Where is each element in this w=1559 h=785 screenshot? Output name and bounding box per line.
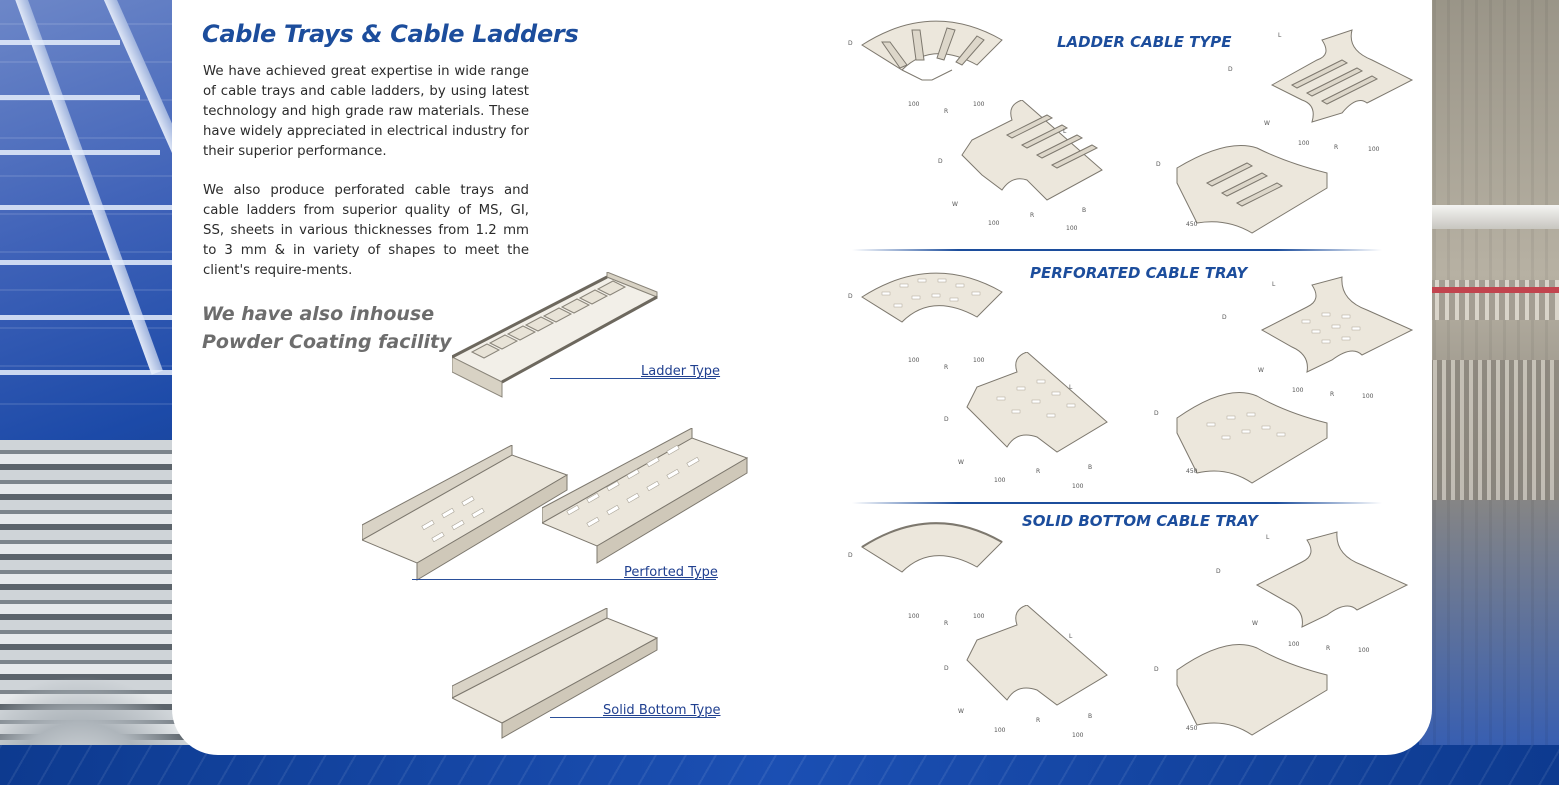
perforated-bend-dim-r: R bbox=[944, 364, 949, 371]
ladder-bend-dim-100a: 100 bbox=[908, 101, 920, 108]
solid-bottom-label: Solid Bottom Type bbox=[603, 703, 721, 718]
ladder-tee-dim-100b: 100 bbox=[1066, 225, 1078, 232]
perforated-bend-dim-d: D bbox=[848, 293, 853, 300]
perforated-tee-dim-d: D bbox=[944, 416, 949, 423]
solid-bend-dim-r: R bbox=[944, 620, 949, 627]
perforated-tee-dim-100a: 100 bbox=[994, 477, 1006, 484]
ladder-type-leader bbox=[550, 378, 716, 379]
ladder-tee-dim-b: B bbox=[1082, 207, 1087, 214]
perforated-cross-drawing bbox=[1260, 276, 1414, 373]
ladder-cross-dim-l: L bbox=[1278, 32, 1282, 39]
background-photo-right bbox=[1419, 0, 1559, 785]
powder-coating-note: We have also inhouse Powder Coating faci… bbox=[202, 300, 452, 356]
perforated-cross-dim-w: W bbox=[1258, 367, 1264, 374]
perforated-tee-dim-b: B bbox=[1088, 464, 1093, 471]
ladder-bend-dim-100b: 100 bbox=[973, 101, 985, 108]
ladder-cross-dim-100a: 100 bbox=[1298, 140, 1310, 147]
solid-tray-short-drawing bbox=[362, 445, 572, 585]
solid-bottom-leader bbox=[550, 717, 716, 718]
perforated-cable-tray-heading: PERFORATED CABLE TRAY bbox=[1030, 264, 1248, 282]
perforated-tee-dim-w: W bbox=[958, 459, 964, 466]
solid-cross-dim-100a: 100 bbox=[1288, 641, 1300, 648]
perforated-reducer-dim-450: 450 bbox=[1186, 468, 1198, 475]
solid-cross-dim-l: L bbox=[1266, 534, 1270, 541]
solid-tee-dim-r: R bbox=[1036, 717, 1041, 724]
intro-paragraph: We have achieved great expertise in wide… bbox=[203, 64, 529, 159]
ladder-tee-dim-100a: 100 bbox=[988, 220, 1000, 227]
perforated-cross-dim-100b: 100 bbox=[1362, 393, 1374, 400]
solid-bend-drawing bbox=[861, 522, 1003, 573]
perforated-type-leader bbox=[412, 579, 716, 580]
ladder-tee-dim-w: W bbox=[952, 201, 958, 208]
perforated-tee-drawing bbox=[966, 352, 1108, 453]
powder-coating-line2: Powder Coating facility bbox=[202, 331, 452, 353]
perforated-reducer-drawing bbox=[1176, 392, 1328, 484]
solid-tee-dim-l: L bbox=[1069, 633, 1073, 640]
perforated-bend-drawing bbox=[861, 272, 1003, 323]
solid-cross-dim-d: D bbox=[1216, 568, 1221, 575]
ladder-bend-drawing bbox=[861, 20, 1003, 81]
solid-tee-dim-b: B bbox=[1088, 713, 1093, 720]
perforated-reducer-dim-d: D bbox=[1154, 410, 1159, 417]
materials-paragraph: We also produce perforated cable trays a… bbox=[203, 183, 529, 278]
solid-bottom-drawing bbox=[452, 608, 662, 748]
perforated-cross-dim-d: D bbox=[1222, 314, 1227, 321]
ladder-bend-dim-r: R bbox=[944, 108, 949, 115]
ladder-type-drawing bbox=[452, 272, 662, 412]
ladder-tee-drawing bbox=[961, 100, 1103, 201]
ladder-reducer-dim-450: 450 bbox=[1186, 221, 1198, 228]
section-divider-2 bbox=[852, 502, 1382, 504]
perforated-bend-dim-100a: 100 bbox=[908, 357, 920, 364]
ladder-tee-dim-l: L bbox=[1063, 128, 1067, 135]
solid-tee-dim-100a: 100 bbox=[994, 727, 1006, 734]
ladder-cross-dim-r: R bbox=[1334, 144, 1339, 151]
perforated-cross-dim-100a: 100 bbox=[1292, 387, 1304, 394]
ladder-bend-dim-d: D bbox=[848, 40, 853, 47]
solid-bend-dim-100b: 100 bbox=[973, 613, 985, 620]
perforated-tray-drawing bbox=[542, 428, 752, 568]
solid-cross-dim-r: R bbox=[1326, 645, 1331, 652]
powder-coating-line1: We have also inhouse bbox=[202, 303, 435, 325]
solid-cross-dim-100b: 100 bbox=[1358, 647, 1370, 654]
ladder-cross-drawing bbox=[1270, 29, 1414, 123]
perforated-tee-dim-100b: 100 bbox=[1072, 483, 1084, 490]
ladder-cable-type-heading: LADDER CABLE TYPE bbox=[1057, 33, 1232, 51]
ladder-cross-dim-d: D bbox=[1228, 66, 1233, 73]
solid-reducer-drawing bbox=[1176, 644, 1328, 736]
ladder-tee-dim-r: R bbox=[1030, 212, 1035, 219]
solid-cross-drawing bbox=[1255, 531, 1409, 628]
section-divider-1 bbox=[852, 249, 1382, 251]
page-title: Cable Trays & Cable Ladders bbox=[202, 20, 579, 48]
solid-bottom-cable-tray-heading: SOLID BOTTOM CABLE TRAY bbox=[1022, 512, 1258, 530]
solid-tee-dim-d: D bbox=[944, 665, 949, 672]
perforated-tee-dim-l: L bbox=[1069, 384, 1073, 391]
background-photo-trays bbox=[0, 440, 200, 785]
content-card: Cable Trays & Cable Ladders We have achi… bbox=[172, 0, 1432, 755]
ladder-reducer-drawing bbox=[1176, 145, 1328, 234]
ladder-reducer-dim-d: D bbox=[1156, 161, 1161, 168]
perforated-tee-dim-r: R bbox=[1036, 468, 1041, 475]
solid-cross-dim-w: W bbox=[1252, 620, 1258, 627]
solid-reducer-dim-d: D bbox=[1154, 666, 1159, 673]
ladder-type-label: Ladder Type bbox=[641, 364, 721, 379]
perforated-cross-dim-r: R bbox=[1330, 391, 1335, 398]
ladder-tee-dim-d: D bbox=[938, 158, 943, 165]
solid-tee-dim-w: W bbox=[958, 708, 964, 715]
solid-reducer-dim-450: 450 bbox=[1186, 725, 1198, 732]
perforated-bend-dim-100b: 100 bbox=[973, 357, 985, 364]
solid-tee-drawing bbox=[966, 605, 1108, 706]
ladder-cross-dim-100b: 100 bbox=[1368, 146, 1380, 153]
solid-bend-dim-100a: 100 bbox=[908, 613, 920, 620]
perforated-type-label: Perforted Type bbox=[624, 565, 718, 580]
solid-bend-dim-d: D bbox=[848, 552, 853, 559]
perforated-cross-dim-l: L bbox=[1272, 281, 1276, 288]
ladder-cross-dim-w: W bbox=[1264, 120, 1270, 127]
solid-tee-dim-100b: 100 bbox=[1072, 732, 1084, 739]
